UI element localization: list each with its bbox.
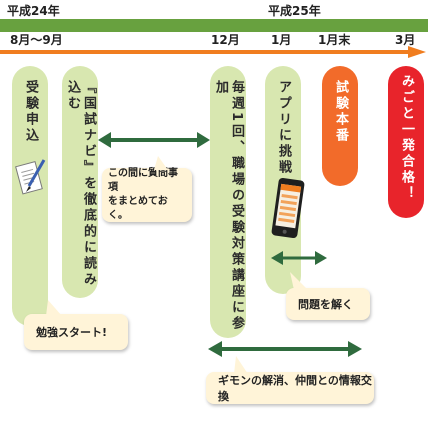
arrow-study-sessions: [208, 341, 362, 357]
pill-read-kokushi-navi: 『国試ナビ』を徹底的に読み込む: [62, 66, 98, 298]
callout-study-start-tail: [46, 300, 62, 316]
pill-exam-application: 受験申込: [12, 66, 48, 326]
callout-question-tail: [154, 156, 168, 170]
callout-study-start: 勉強スタート!: [24, 314, 128, 350]
arrow-question-period: [98, 132, 210, 148]
pill-passed: みごと一発合格！: [388, 66, 424, 218]
smartphone-icon: [271, 177, 305, 239]
callout-info-exchange: ギモンの解消、仲間との情報交換: [206, 372, 374, 404]
timeline-bar-fill: [0, 19, 428, 32]
tick-label-aug-sep: 8月〜9月: [10, 33, 63, 47]
pill-label-weekly-course: 毎週1回、職場の受験対策講座に参加: [213, 80, 244, 333]
callout-question-line-2: をまとめておく。: [108, 196, 168, 221]
era-label-h25: 平成25年: [268, 4, 321, 18]
pill-label-exam-application: 受験申込: [23, 80, 38, 144]
tick-label-dec: 12月: [211, 33, 240, 47]
pill-weekly-course: 毎週1回、職場の受験対策講座に参加: [210, 66, 246, 338]
callout-solve-tail: [290, 272, 308, 290]
callout-question-period: この間に質問事項 をまとめておく。: [102, 168, 192, 222]
callout-info-exchange-tail: [234, 356, 248, 374]
timeline-bar: [0, 19, 428, 58]
tick-label-end-jan: 1月末: [318, 33, 351, 47]
pill-label-exam-day: 試験本番: [333, 80, 348, 144]
pill-exam-day: 試験本番: [322, 66, 358, 186]
pill-label-passed: みごと一発合格！: [399, 74, 414, 202]
timeline-arrow-line: [0, 50, 410, 54]
tick-label-jan: 1月: [271, 33, 292, 47]
document-pen-icon: [15, 159, 46, 195]
arrow-solve-problems: [271, 251, 327, 265]
pill-label-read-kokushi-navi: 『国試ナビ』を徹底的に読み込む: [65, 80, 96, 288]
callout-question-line-1: この間に質問事項: [108, 168, 178, 193]
timeline-arrow-head: [408, 46, 426, 58]
callout-solve-problems: 問題を解く: [286, 288, 370, 320]
era-label-h24: 平成24年: [7, 4, 60, 18]
tick-label-mar: 3月: [395, 33, 416, 47]
pill-label-try-app: アプリに挑戦: [276, 80, 291, 176]
